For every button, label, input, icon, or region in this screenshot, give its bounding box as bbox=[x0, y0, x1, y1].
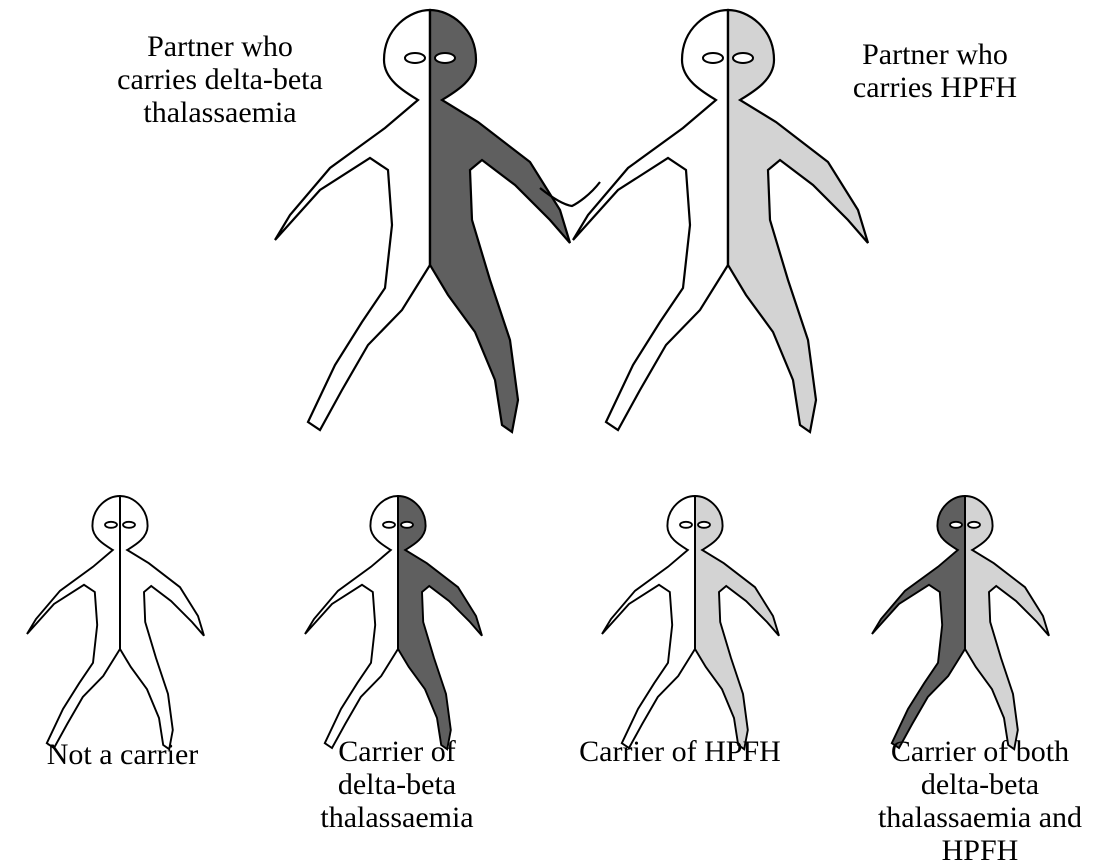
child-label-delta-beta-carrier: Carrier of delta-beta thalassaemia bbox=[297, 735, 497, 834]
child-label-hpfh-carrier: Carrier of HPFH bbox=[560, 735, 800, 768]
child-label-not-carrier: Not a carrier bbox=[25, 738, 220, 771]
figure-left-half bbox=[573, 10, 728, 430]
figure-right-half bbox=[430, 10, 570, 432]
parent-label-hpfh: Partner who carries HPFH bbox=[835, 38, 1035, 104]
parent-figure-hpfh bbox=[573, 10, 868, 432]
child-figure-delta-beta-carrier bbox=[305, 496, 482, 749]
child-label-both-carrier: Carrier of both delta-beta thalassaemia … bbox=[862, 735, 1098, 867]
child-figure-hpfh-carrier bbox=[602, 496, 779, 749]
child-figure-both-carrier bbox=[872, 496, 1049, 749]
child-figure-not-carrier bbox=[27, 496, 204, 749]
parent-label-delta-beta: Partner who carries delta-beta thalassae… bbox=[110, 30, 330, 129]
